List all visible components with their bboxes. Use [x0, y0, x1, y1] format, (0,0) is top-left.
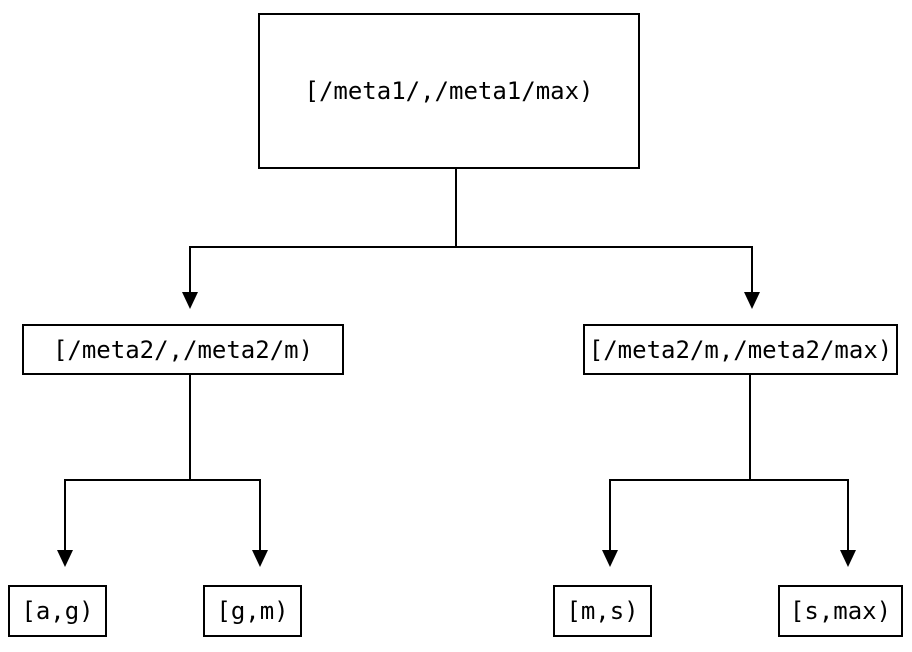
node-root-meta1-range: [/meta1/,/meta1/max) [258, 13, 640, 169]
arrowhead-to-leaf-smax-icon [840, 550, 856, 567]
edge-meta2-high-to-leaf-smax [847, 479, 849, 551]
edge-level1-rail [189, 246, 753, 248]
edge-meta2-high-stub [749, 375, 751, 480]
node-leaf-g-m: [g,m) [203, 585, 302, 637]
node-meta2-high-range: [/meta2/m,/meta2/max) [583, 324, 898, 375]
edge-root-stub [455, 169, 457, 248]
edge-meta2-low-stub [189, 375, 191, 480]
edge-meta2-low-rail [64, 479, 261, 481]
edge-root-to-meta2-low [189, 246, 191, 293]
arrowhead-to-leaf-gm-icon [252, 550, 268, 567]
edge-meta2-low-to-leaf-ag [64, 479, 66, 551]
node-leaf-m-s: [m,s) [553, 585, 652, 637]
edge-root-to-meta2-high [751, 246, 753, 293]
node-leaf-a-g: [a,g) [8, 585, 107, 637]
edge-meta2-high-rail [609, 479, 849, 481]
node-leaf-s-max: [s,max) [778, 585, 903, 637]
node-meta2-low-range: [/meta2/,/meta2/m) [22, 324, 344, 375]
arrowhead-to-leaf-ms-icon [602, 550, 618, 567]
arrowhead-to-meta2-low-icon [182, 292, 198, 309]
edge-meta2-low-to-leaf-gm [259, 479, 261, 551]
edge-meta2-high-to-leaf-ms [609, 479, 611, 551]
arrowhead-to-meta2-high-icon [744, 292, 760, 309]
arrowhead-to-leaf-ag-icon [57, 550, 73, 567]
